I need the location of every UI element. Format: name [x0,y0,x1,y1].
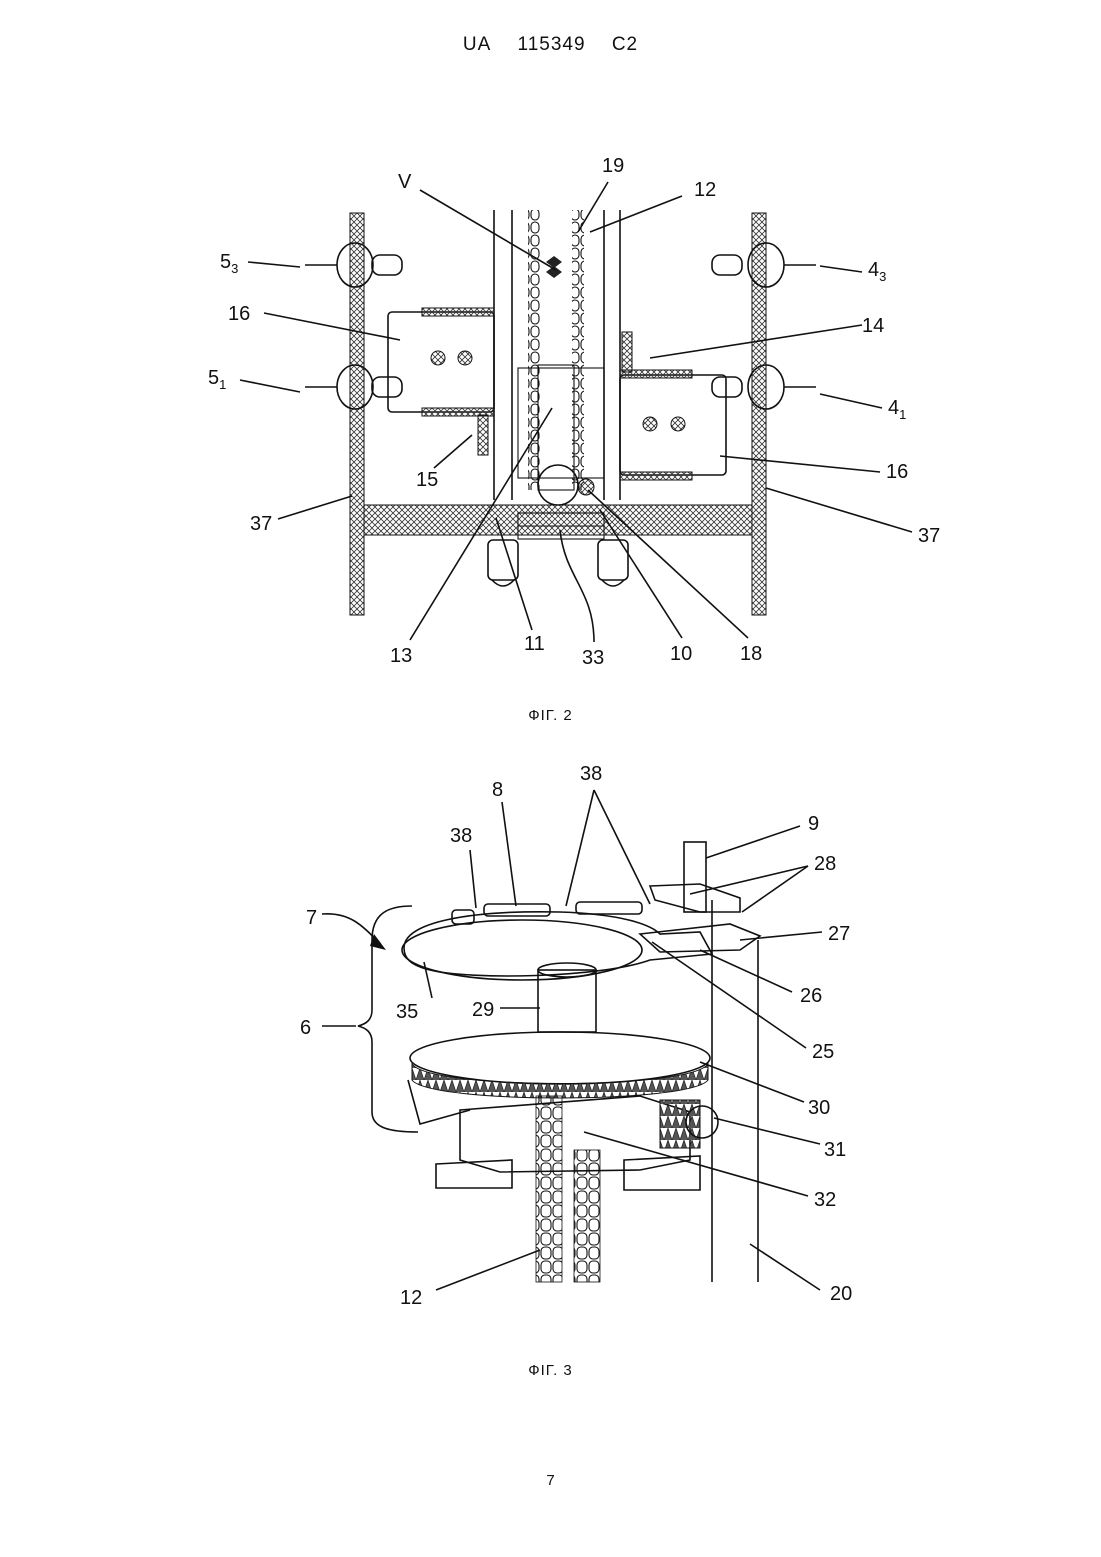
right-wall [752,213,766,615]
label-18: 18 [740,643,762,665]
post-9 [684,842,706,912]
label-14: 14 [862,315,884,337]
figure-2-drawing: V 19 12 53 43 16 14 51 41 15 16 37 37 13… [0,0,1101,700]
label-V: V [398,171,412,193]
chain-12-right [574,1150,600,1282]
label-8: 8 [492,779,503,801]
label-7: 7 [306,907,317,929]
label-19: 19 [602,155,624,177]
chain-12-left [536,1096,562,1282]
label-38-top: 38 [580,763,602,785]
label-25: 25 [812,1041,834,1063]
label-16-left: 16 [228,303,250,325]
figure-3-drawing: 38 8 38 9 28 7 27 6 35 29 26 25 30 31 32… [0,740,1101,1330]
label-31: 31 [824,1139,846,1161]
label-29: 29 [472,999,494,1021]
figure-2-caption: ФІГ. 2 [0,707,1101,724]
label-20: 20 [830,1283,852,1305]
label-4-3: 43 [868,259,886,284]
label-10: 10 [670,643,692,665]
label-26: 26 [800,985,822,1007]
figure-3-caption: ФІГ. 3 [0,1362,1101,1379]
label-30: 30 [808,1097,830,1119]
label-12-fig2: 12 [694,179,716,201]
label-35: 35 [396,1001,418,1023]
label-27: 27 [828,923,850,945]
left-wall [350,213,364,615]
label-28: 28 [814,853,836,875]
label-15: 15 [416,469,438,491]
label-5-3: 53 [220,251,238,276]
label-5-1: 51 [208,367,226,392]
label-16-right: 16 [886,461,908,483]
label-4-1: 41 [888,397,906,422]
bevel-gear [410,1032,710,1084]
label-38-left: 38 [450,825,472,847]
label-11: 11 [524,633,545,655]
label-37-left: 37 [250,513,272,535]
label-13: 13 [390,645,412,667]
label-37-right: 37 [918,525,940,547]
label-12-fig3: 12 [400,1287,422,1309]
label-9: 9 [808,813,819,835]
label-6: 6 [300,1017,311,1039]
cross-beam [364,505,752,535]
page-number: 7 [0,1472,1101,1489]
label-32: 32 [814,1189,836,1211]
label-33: 33 [582,647,604,669]
